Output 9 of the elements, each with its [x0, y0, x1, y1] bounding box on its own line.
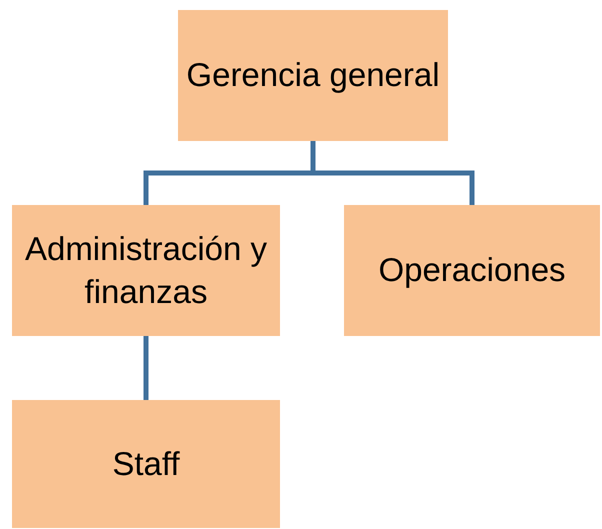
box-label: Administración y finanzas — [24, 228, 268, 312]
connector-line — [144, 336, 148, 400]
box-label: Operaciones — [378, 250, 566, 290]
box-label: Gerencia general — [186, 55, 440, 96]
org-box — [12, 400, 280, 528]
box-label: Staff — [112, 444, 180, 484]
org-box — [178, 10, 448, 141]
org-box — [12, 205, 280, 336]
org-box — [344, 205, 600, 336]
